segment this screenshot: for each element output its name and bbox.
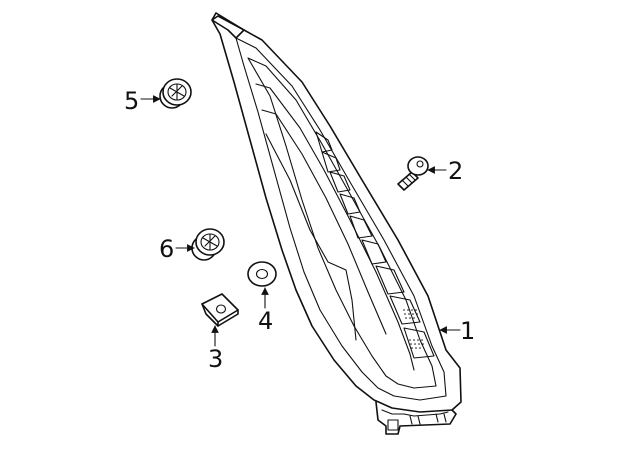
retainer-clip-5 [159,78,192,109]
screw [397,156,429,191]
nut [201,293,239,327]
callout-arrows [140,95,461,347]
callout-3-label: 3 [208,345,223,373]
callout-2-label: 2 [448,157,463,185]
callout-1-label: 1 [460,317,475,345]
callout-5-label: 5 [124,87,139,115]
reflector-dots [403,309,424,349]
tail-lamp-assembly [211,12,462,435]
callout-6-label: 6 [159,235,174,263]
callout-4-label: 4 [258,307,273,335]
washer [247,261,277,287]
retainer-clip-6 [191,228,225,261]
